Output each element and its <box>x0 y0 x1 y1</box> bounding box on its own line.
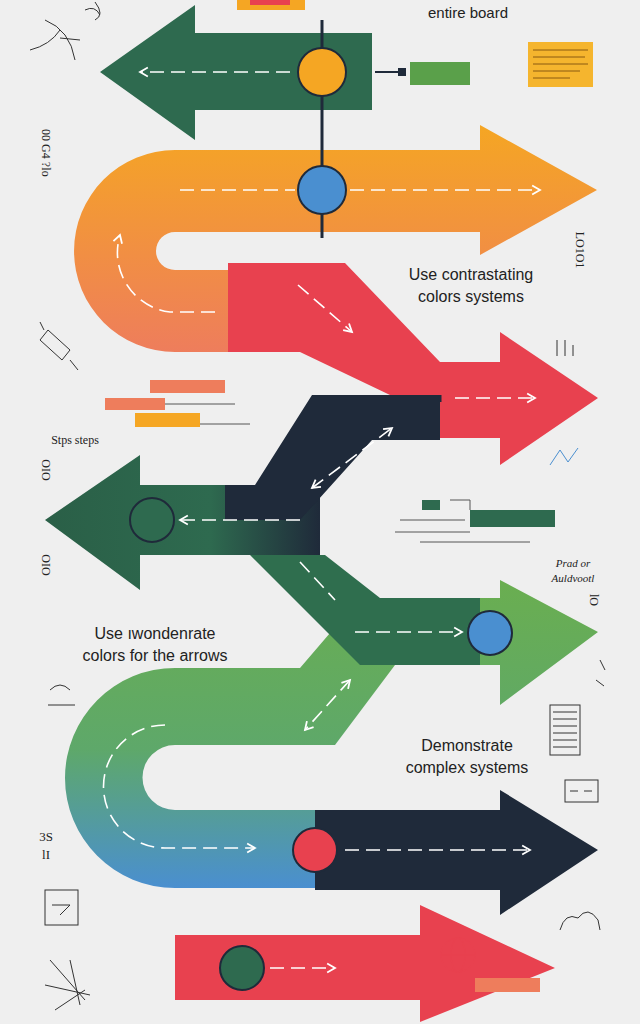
left-arrow <box>100 5 372 140</box>
joint-mark <box>439 395 442 402</box>
deco-line <box>420 542 530 543</box>
deco-bar <box>135 413 200 427</box>
globe-outline <box>441 938 475 972</box>
dashed-line <box>103 725 255 848</box>
leader-tip <box>398 68 406 76</box>
margin-code: lO <box>586 585 602 615</box>
margin-code: LO1O1 <box>572 220 588 280</box>
scribble-line <box>533 57 585 58</box>
leader-line <box>375 71 402 73</box>
deco-line <box>200 424 250 425</box>
u-turn-arrow <box>74 125 597 352</box>
note-text: Use contrastating colors systems <box>396 264 546 307</box>
step-circle <box>468 611 512 655</box>
dashed-line <box>305 680 350 730</box>
globe-equator <box>441 954 475 955</box>
note-text: Use ıwondenrate colors for the arrows <box>78 623 233 666</box>
dashed-line <box>180 519 300 521</box>
step-circles <box>130 48 512 990</box>
frame-doodle-mark <box>52 905 70 915</box>
dashed-line <box>140 71 290 73</box>
flag-doodle <box>40 322 78 370</box>
stack-doodle <box>550 705 580 755</box>
box-doodle-lines <box>570 791 592 792</box>
deco-line <box>165 404 235 405</box>
deco-line <box>400 520 465 521</box>
right-arrow <box>175 905 555 1022</box>
dashed-line <box>300 562 335 600</box>
dashed-line <box>312 428 392 488</box>
squiggle-doodle <box>550 448 578 465</box>
margin-code: OIO <box>38 450 54 490</box>
doodle <box>596 660 605 686</box>
doodle <box>95 2 100 20</box>
side-note: Stps steps <box>30 432 120 448</box>
scribble-line <box>533 50 588 51</box>
deco-box <box>470 510 555 527</box>
step-circle <box>293 828 337 872</box>
scribble-line <box>533 64 588 65</box>
deco-box <box>410 62 470 85</box>
right-arrow <box>315 790 598 915</box>
deco-bar <box>105 398 165 410</box>
step-circle <box>298 48 346 96</box>
deco-lines <box>395 500 530 542</box>
doodle <box>30 8 100 60</box>
globe-icon <box>441 938 475 972</box>
dashed-line <box>455 397 535 399</box>
frame-doodle <box>45 890 78 925</box>
deco-bar <box>250 0 290 5</box>
box-doodle <box>565 780 598 802</box>
deco-line <box>470 500 471 510</box>
dashed-line <box>270 967 335 969</box>
board-title: entire board <box>368 3 568 23</box>
dashed-line <box>117 235 215 312</box>
deco-bar <box>475 978 540 992</box>
diagonal-band <box>250 555 480 665</box>
margin-code: OIO <box>38 545 54 585</box>
note-text: Demonstrate complex systems <box>397 735 537 778</box>
dashed-line <box>355 631 462 633</box>
dashed-line <box>345 849 530 851</box>
stack-lines <box>553 712 577 747</box>
side-note: Prad or Auldvootl <box>542 556 604 586</box>
scribble-line <box>533 71 580 72</box>
step-circle <box>220 946 264 990</box>
step-circle <box>130 498 174 542</box>
note-scribble <box>533 50 588 78</box>
note-box <box>528 42 593 87</box>
deco-bar <box>150 380 225 393</box>
diagonal-band <box>225 395 440 520</box>
step-circle <box>298 166 346 214</box>
deco-bar <box>237 0 305 10</box>
dashed-line <box>350 189 540 191</box>
burst-doodle <box>45 960 90 1010</box>
deco-box <box>422 500 440 510</box>
deco-line <box>450 500 470 501</box>
tick-doodle <box>557 340 573 356</box>
margin-code: lo <box>38 157 54 187</box>
doodles <box>30 2 605 1010</box>
deco-line <box>395 532 470 533</box>
dashed-line <box>180 189 295 191</box>
dashed-line <box>298 285 352 332</box>
doodle <box>48 685 75 705</box>
cloud-doodle <box>560 912 600 930</box>
scribble-line <box>533 78 570 79</box>
margin-code: 3S lI <box>35 828 57 863</box>
